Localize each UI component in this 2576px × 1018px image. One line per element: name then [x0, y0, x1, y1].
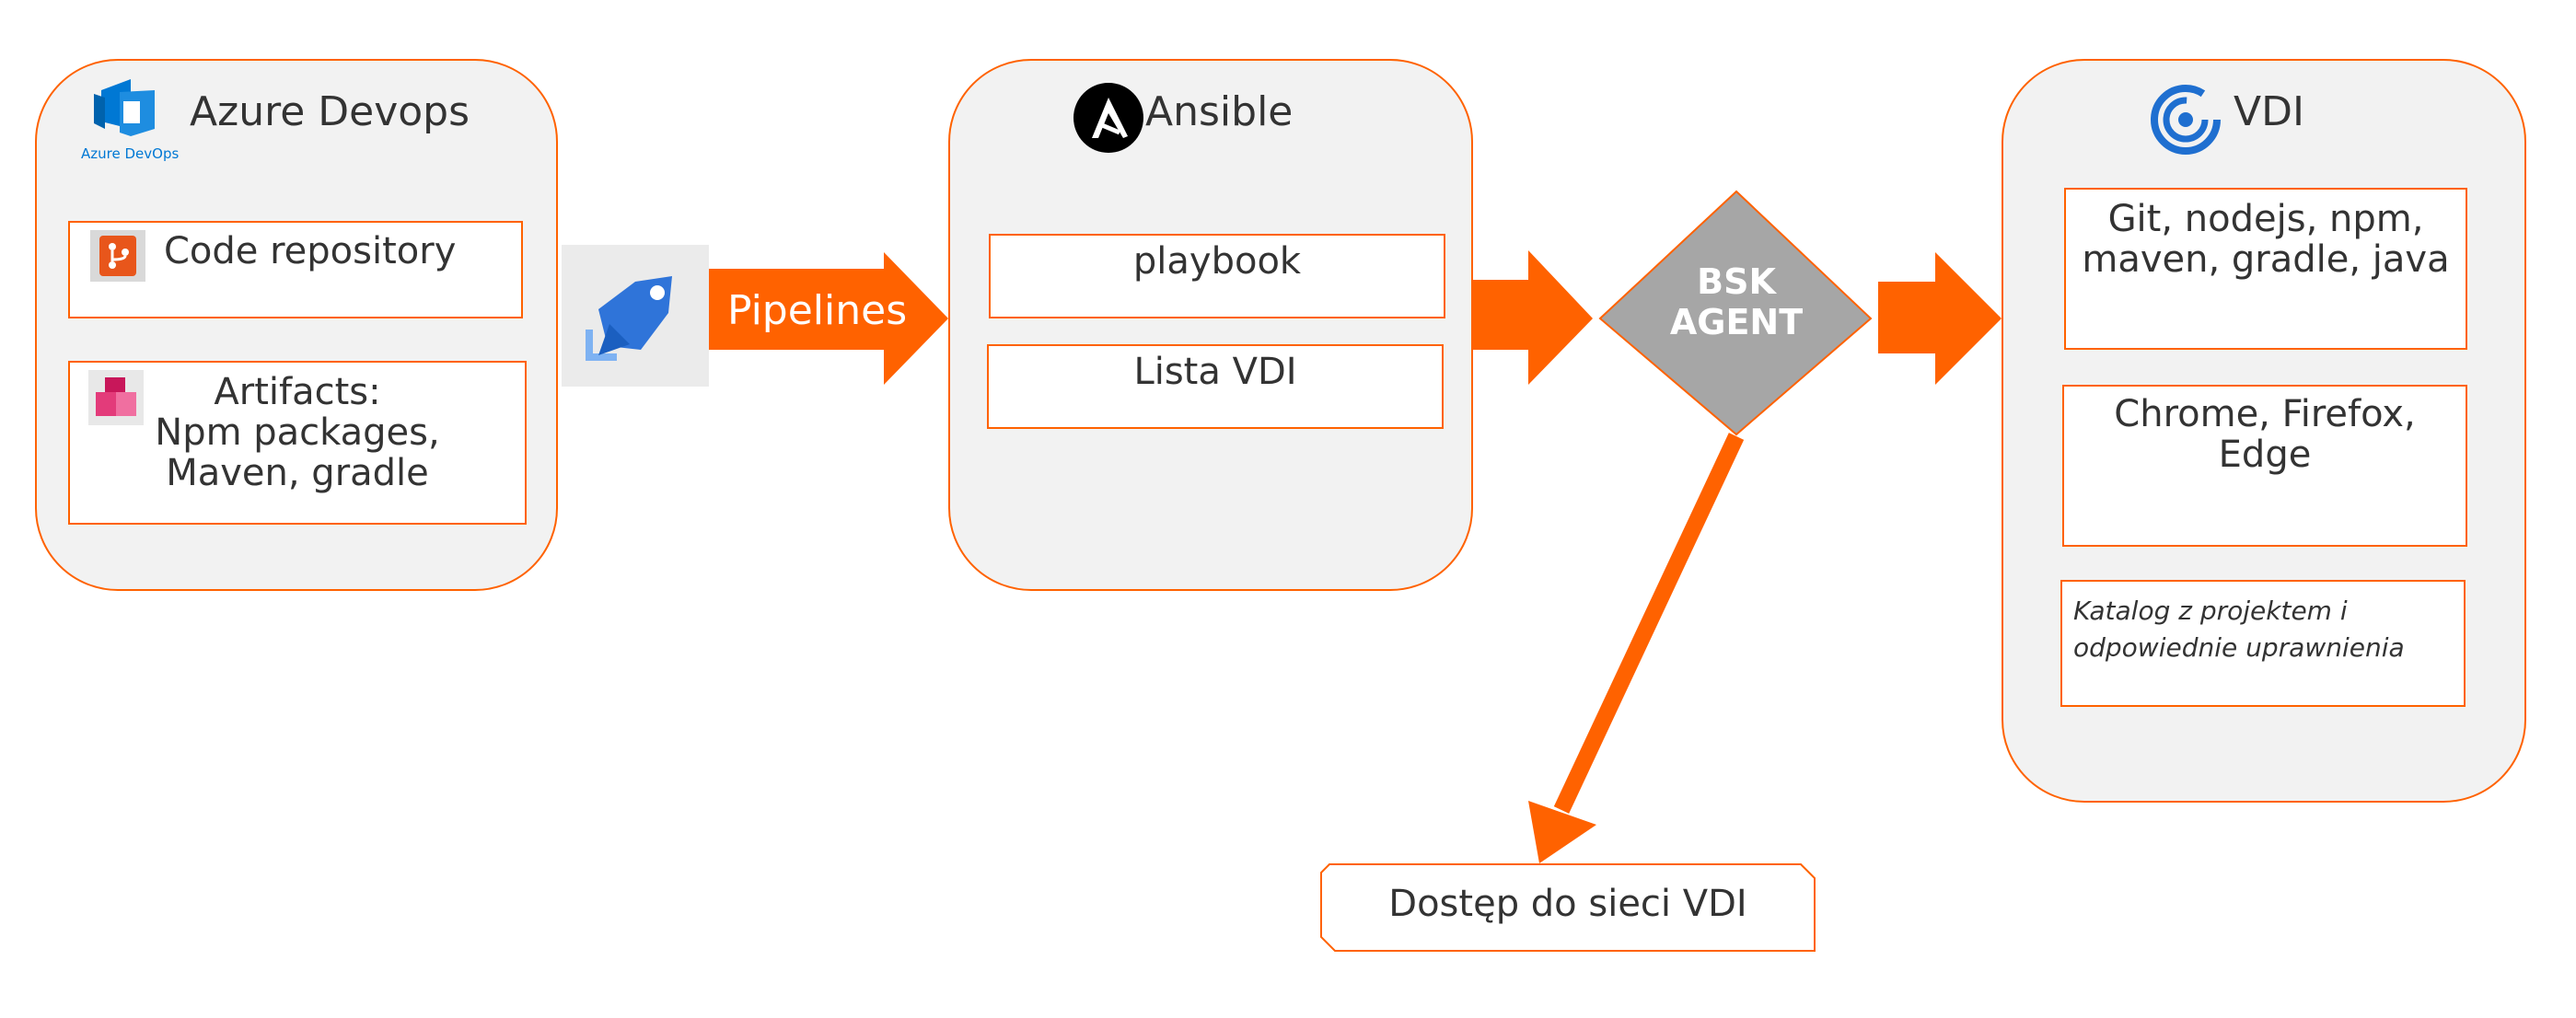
- ansible-title: Ansible: [1145, 88, 1294, 135]
- citrix-icon: [2151, 85, 2221, 155]
- vdi-catalog-box: Katalog z projektem i odpowiednie uprawn…: [2060, 580, 2466, 707]
- ansible-to-bsk-arrow: [1471, 250, 1593, 385]
- bsk-to-network-arrowhead: [1528, 801, 1596, 863]
- lista-vdi-label: Lista VDI: [1133, 351, 1297, 393]
- artifacts-box: Artifacts: Npm packages, Maven, gradle: [68, 361, 527, 525]
- pipelines-arrow: [709, 252, 948, 385]
- pipelines-label: Pipelines: [727, 287, 908, 334]
- vdi-title: VDI: [2234, 88, 2304, 135]
- vdi-catalog-label: Katalog z projektem i odpowiednie uprawn…: [2073, 596, 2405, 663]
- azure-devops-logo-caption: Azure DevOps: [81, 145, 180, 162]
- ansible-group: [948, 59, 1473, 591]
- azure-devops-logo: Azure DevOps: [74, 72, 184, 164]
- pipelines-icon: [562, 245, 709, 387]
- lista-vdi-box: Lista VDI: [987, 344, 1444, 429]
- playbook-box: playbook: [989, 234, 1445, 318]
- network-access-box: Dostęp do sieci VDI: [1320, 863, 1816, 952]
- vdi-browsers-label: Chrome, Firefox, Edge: [2114, 393, 2416, 476]
- azure-devops-icon: [94, 79, 155, 136]
- vdi-browsers-box: Chrome, Firefox, Edge: [2062, 385, 2467, 547]
- azure-devops-title: Azure Devops: [190, 88, 470, 135]
- code-repository-box: Code repository: [68, 221, 523, 318]
- vdi-tools-box: Git, nodejs, npm, maven, gradle, java: [2064, 188, 2467, 350]
- bsk-to-vdi-arrow: [1878, 252, 2002, 385]
- ansible-logo: [1072, 81, 1145, 155]
- ansible-icon: [1073, 83, 1143, 153]
- network-access-label: Dostęp do sieci VDI: [1388, 883, 1747, 925]
- vdi-tools-label: Git, nodejs, npm, maven, gradle, java: [2082, 198, 2450, 281]
- bsk-agent-label: BSK AGENT: [1669, 261, 1804, 342]
- vdi-logo: [2149, 83, 2222, 156]
- artifacts-icon: [88, 370, 144, 425]
- code-repository-label: Code repository: [164, 230, 457, 272]
- repos-icon: [90, 230, 145, 282]
- bsk-to-network-line: [1553, 433, 1745, 814]
- artifacts-label: Artifacts: Npm packages, Maven, gradle: [155, 371, 440, 494]
- bsk-agent-diamond: [1598, 190, 1873, 436]
- playbook-label: playbook: [1132, 240, 1302, 283]
